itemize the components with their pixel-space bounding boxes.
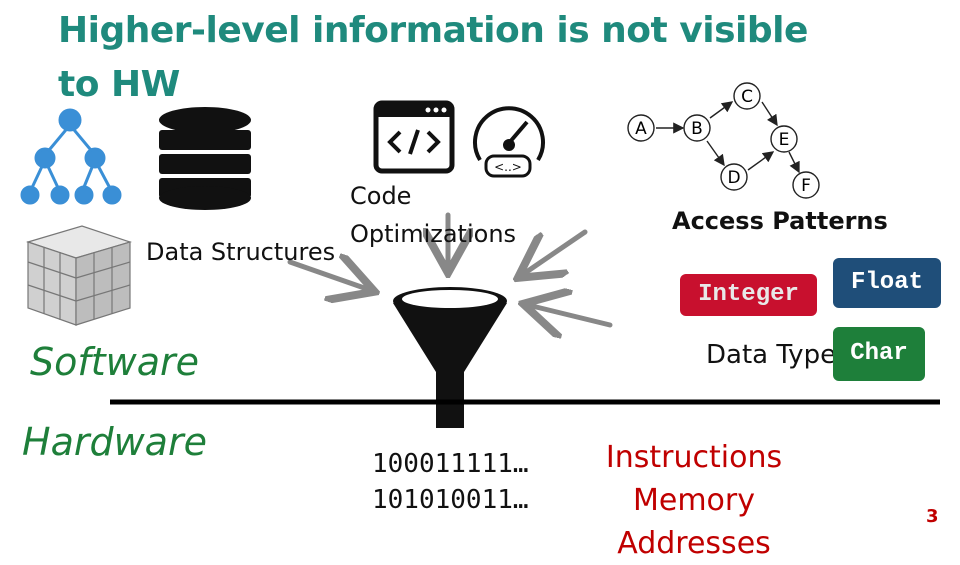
arrows — [287, 212, 613, 325]
funnel-icon — [393, 287, 507, 428]
graph-node-f: F — [801, 176, 811, 196]
optimizations-label: Optimizations — [350, 220, 517, 248]
bits-line-1: 100011111… — [372, 449, 529, 479]
graph-node-b: B — [691, 119, 703, 139]
data-structures-label: Data Structures — [146, 238, 336, 266]
hardware-label: Hardware — [22, 420, 207, 464]
page-number: 3 — [926, 506, 939, 527]
cube-grid-icon — [26, 225, 132, 326]
arrow-access-patterns — [522, 229, 588, 275]
graph-node-e: E — [779, 130, 790, 150]
addresses-label: Addresses — [617, 526, 771, 561]
integer-badge: Integer — [680, 274, 817, 316]
data-type-label: Data Type — [706, 340, 837, 370]
slide-title: Higher-level information is not visible … — [58, 4, 838, 112]
graph-node-c: C — [741, 87, 753, 107]
graph-node-d: D — [727, 168, 740, 188]
title-line-1: Higher-level information is not visible — [58, 10, 808, 51]
code-label: Code — [350, 182, 412, 210]
memory-label: Memory — [632, 483, 755, 518]
float-badge: Float — [833, 258, 941, 308]
bits-line-2: 101010011… — [372, 485, 529, 515]
arrow-data-types — [528, 305, 613, 325]
instructions-label: Instructions — [605, 440, 783, 475]
gauge-icon: <..> — [473, 106, 545, 178]
database-icon — [159, 107, 251, 210]
svg-text:<..>: <..> — [494, 160, 522, 174]
access-patterns-label: Access Patterns — [672, 207, 888, 235]
char-badge: Char — [833, 327, 925, 381]
title-line-2: to HW — [58, 64, 180, 105]
arrow-data-structures — [287, 262, 370, 290]
software-label: Software — [30, 340, 200, 384]
graph-icon: A B C D E F — [627, 82, 820, 199]
diagram-graphics: <..> A B C D E F — [20, 82, 940, 428]
code-window-icon — [373, 100, 455, 174]
graph-node-a: A — [635, 119, 647, 139]
hierarchy-icon — [20, 108, 122, 205]
